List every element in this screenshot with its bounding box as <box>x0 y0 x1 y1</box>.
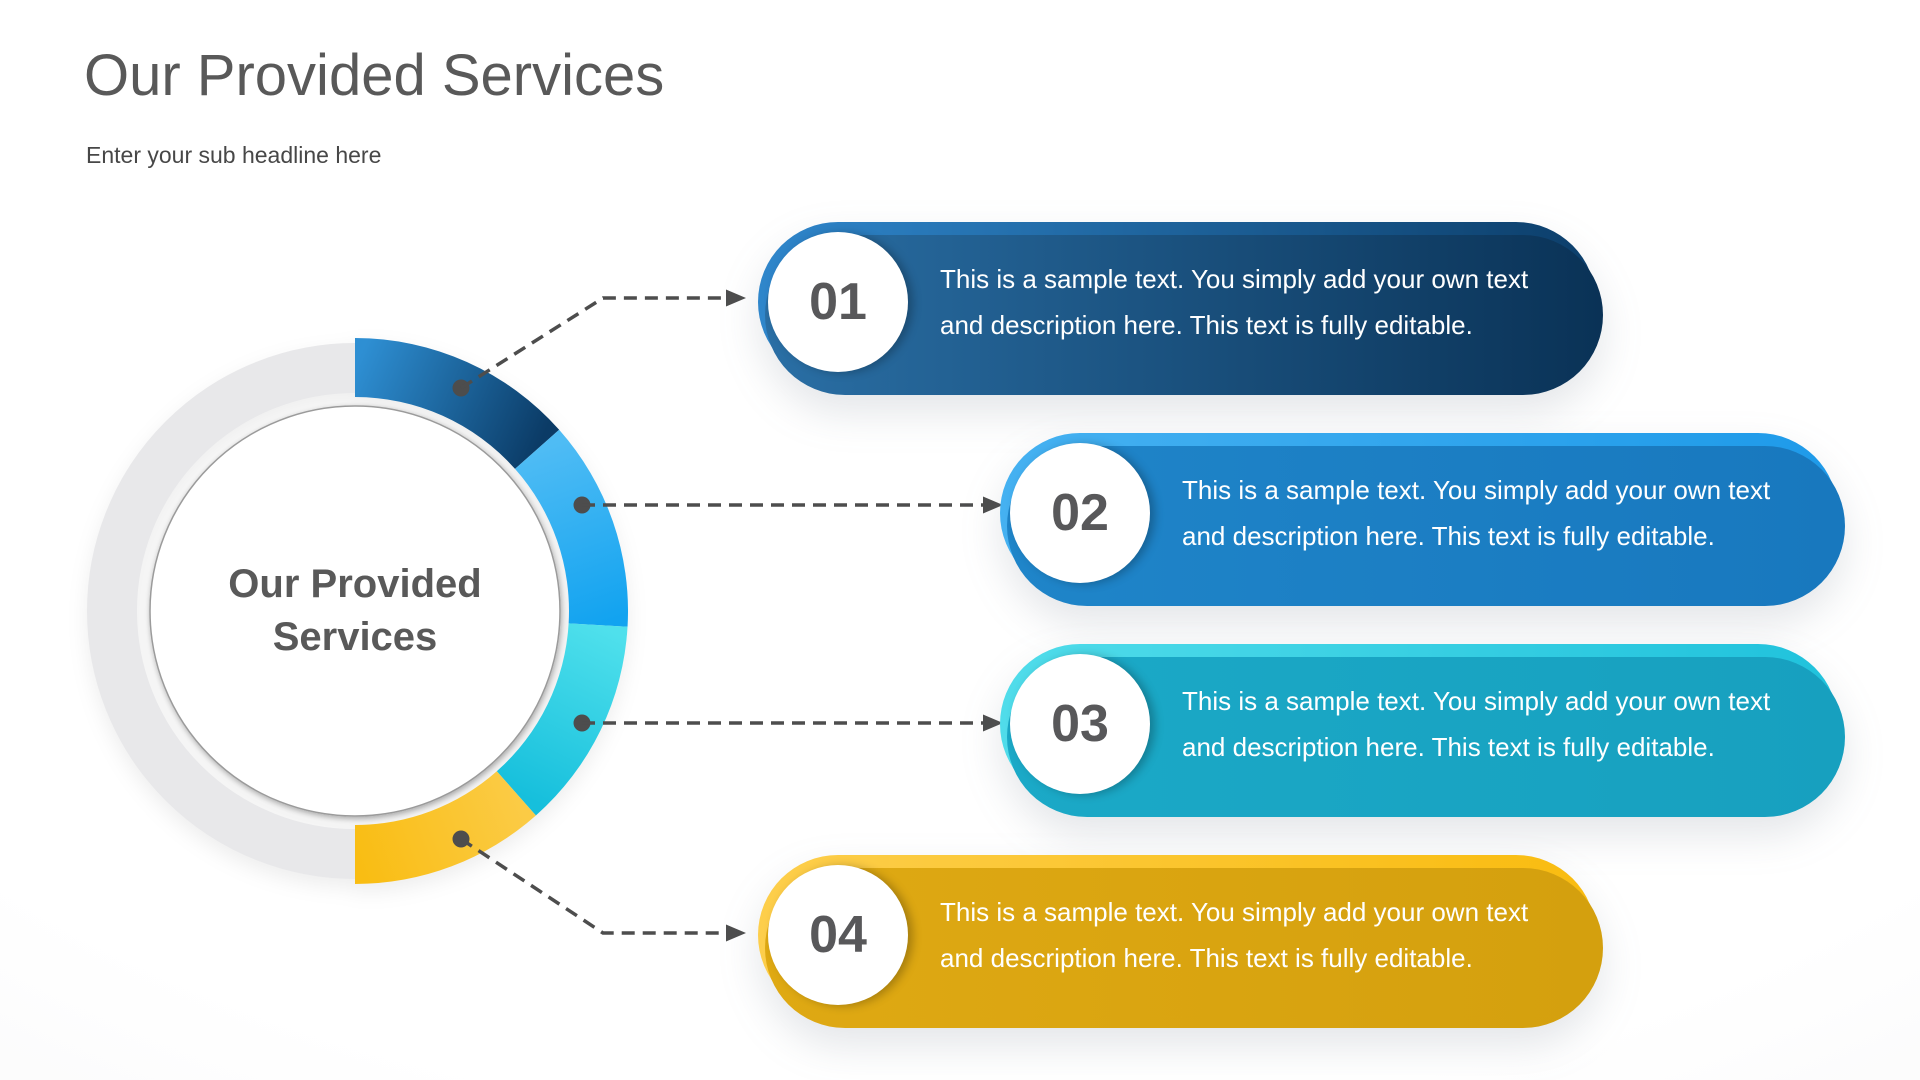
donut-segment-02 <box>515 429 628 627</box>
service-card-4: 04 This is a sample text. You simply add… <box>758 855 1596 1015</box>
service-card-2-text: This is a sample text. You simply add yo… <box>1182 433 1798 593</box>
service-card-2-line2: and description here. This text is fully… <box>1182 521 1715 551</box>
donut-segment-01 <box>355 338 560 469</box>
service-card-2: 02 This is a sample text. You simply add… <box>1000 433 1838 593</box>
service-card-3-line2: and description here. This text is fully… <box>1182 732 1715 762</box>
service-card-1-number: 01 <box>768 232 908 372</box>
donut-segment-04 <box>355 771 536 884</box>
service-card-2-number: 02 <box>1010 443 1150 583</box>
service-card-1: 01 This is a sample text. You simply add… <box>758 222 1596 382</box>
donut-segment-03 <box>496 623 628 816</box>
service-card-1-text: This is a sample text. You simply add yo… <box>940 222 1556 382</box>
service-card-4-text: This is a sample text. You simply add yo… <box>940 855 1556 1015</box>
service-card-4-line2: and description here. This text is fully… <box>940 943 1473 973</box>
service-card-3-text: This is a sample text. You simply add yo… <box>1182 644 1798 804</box>
donut-inner-circle <box>149 405 561 817</box>
page-title: Our Provided Services <box>84 43 665 108</box>
service-card-2-line1: This is a sample text. You simply add yo… <box>1182 475 1771 505</box>
page-subtitle: Enter your sub headline here <box>86 142 382 168</box>
donut-center-label: Our Provided Services <box>228 562 482 659</box>
donut-chart <box>87 338 628 884</box>
service-card-1-line2: and description here. This text is fully… <box>940 310 1473 340</box>
service-card-4-number: 04 <box>768 865 908 1005</box>
service-card-1-line1: This is a sample text. You simply add yo… <box>940 264 1529 294</box>
service-card-3-line1: This is a sample text. You simply add yo… <box>1182 686 1771 716</box>
service-card-3: 03 This is a sample text. You simply add… <box>1000 644 1838 804</box>
service-card-3-number: 03 <box>1010 654 1150 794</box>
service-card-4-line1: This is a sample text. You simply add yo… <box>940 897 1529 927</box>
